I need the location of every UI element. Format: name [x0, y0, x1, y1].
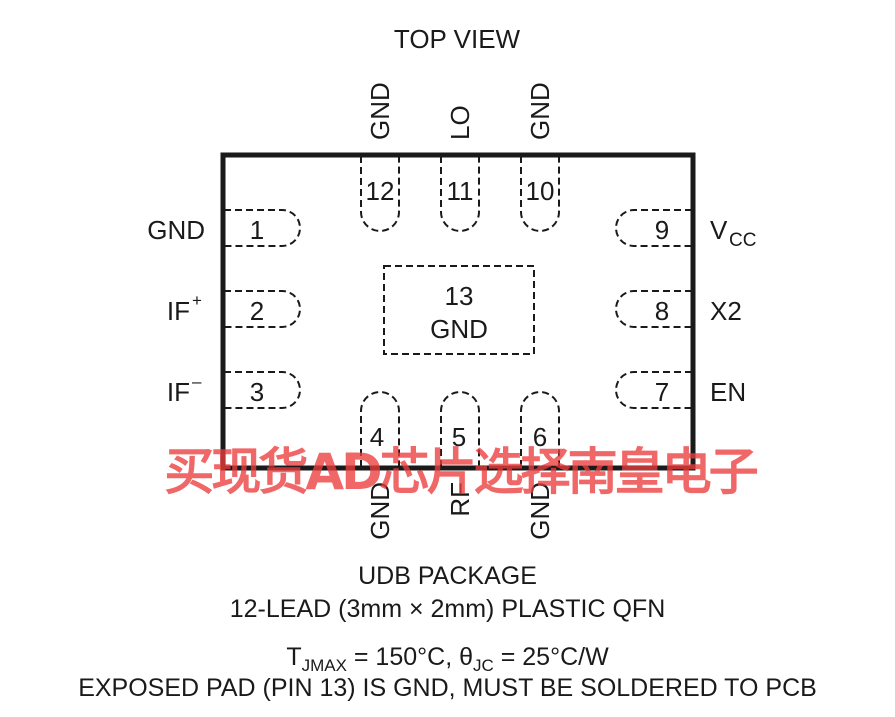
pin-7-name: EN: [710, 377, 746, 407]
pin-11-pad: [440, 156, 480, 232]
pin-6-name: GND: [525, 482, 555, 540]
watermark-text: 买现货AD芯片选择南皇电子: [164, 443, 758, 501]
thermal-t-sub: JMAX: [301, 656, 347, 675]
thermal-end: = 25°C/W: [493, 643, 609, 671]
pin-2-name-sup: +: [192, 291, 202, 310]
pin-3-name-sup: –: [192, 372, 202, 391]
exposed-pad: [383, 265, 535, 355]
pin-4-number: 4: [370, 422, 384, 452]
pin-10-number: 10: [526, 176, 555, 206]
pin-2-name-main: IF: [167, 296, 190, 326]
pin-1-number: 1: [250, 215, 264, 245]
pin-3-name-main: IF: [167, 377, 190, 407]
thermal-theta: θ: [459, 643, 473, 671]
pin-11-name: LO: [445, 105, 475, 140]
pin-11-number: 11: [447, 176, 474, 206]
pin-10-pad: [520, 156, 560, 232]
pin-13-name: GND: [430, 314, 488, 344]
pin-3-number: 3: [250, 377, 264, 407]
pin-12-number: 12: [366, 176, 395, 206]
pin-6-pad: [520, 391, 560, 467]
pin-8-number: 8: [655, 296, 669, 326]
exposed-pad-note: EXPOSED PAD (PIN 13) IS GND, MUST BE SOL…: [78, 674, 817, 702]
pin-9-number: 9: [655, 215, 669, 245]
pin-1-name: GND: [147, 215, 205, 245]
pin-12-pad: [360, 156, 400, 232]
pin-4-name: GND: [365, 482, 395, 540]
thermal-caption: TJMAX = 150°C, θJC = 25°C/W: [0, 643, 895, 675]
pin-7-number: 7: [655, 377, 669, 407]
pin-5-number: 5: [452, 422, 466, 452]
pin-2-number: 2: [250, 296, 264, 326]
pin-5-pad: [440, 391, 480, 467]
pin-9-name: V: [710, 215, 728, 245]
view-title: TOP VIEW: [394, 24, 521, 54]
leads-caption: 12-LEAD (3mm × 2mm) PLASTIC QFN: [229, 595, 666, 623]
pin-13-number: 13: [445, 281, 474, 311]
thermal-theta-sub: JC: [473, 656, 494, 675]
pin-5-name: RF: [445, 482, 475, 517]
pin-12-name: GND: [365, 82, 395, 140]
pin-6-number: 6: [533, 422, 547, 452]
pin-4-pad: [360, 391, 400, 467]
thermal-mid: = 150°C,: [346, 643, 460, 671]
pin-3-name: IF: [167, 377, 190, 407]
package-caption: UDB PACKAGE: [358, 562, 537, 590]
pin-9-name-sub: CC: [729, 230, 756, 251]
pin-2-name: IF: [167, 296, 190, 326]
thermal-t: T: [286, 643, 302, 671]
pin-8-name: X2: [710, 296, 742, 326]
package-body: [220, 152, 696, 471]
pin-10-name: GND: [525, 82, 555, 140]
